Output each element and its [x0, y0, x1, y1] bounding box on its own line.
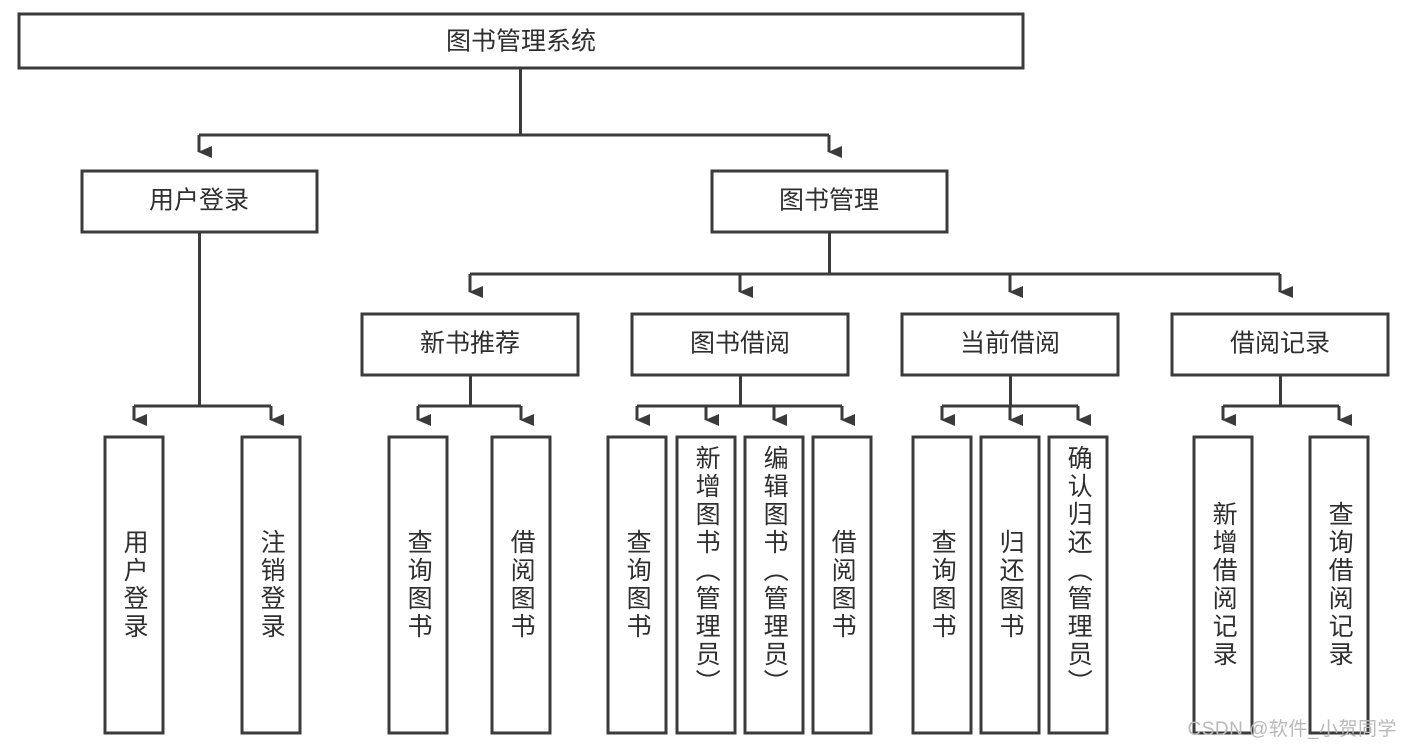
node-book-management-label: 图书管理: [779, 187, 879, 215]
connector-currentborrow-to-leaves: [940, 375, 1091, 426]
leaf-box-query-record[interactable]: [1308, 435, 1370, 735]
node-borrow-record[interactable]: 借阅记录: [1170, 312, 1390, 377]
connector-borrowrecord-to-leaves: [1221, 375, 1352, 426]
node-root[interactable]: 图书管理系统: [17, 12, 1025, 70]
csdn-watermark: CSDN @软件_小贺同学: [1187, 719, 1397, 740]
leaf-box-borrow-book-2[interactable]: [811, 435, 873, 735]
connector-bookborrow-to-leaves: [635, 375, 855, 426]
leaf-box-add-record[interactable]: [1192, 435, 1254, 735]
leaf-box-borrow-book-1[interactable]: [490, 435, 552, 735]
leaf-box-user-login[interactable]: [103, 435, 165, 735]
leaf-box-edit-book[interactable]: [743, 435, 805, 735]
node-root-label: 图书管理系统: [446, 28, 596, 56]
node-new-book-recommend-label: 新书推荐: [420, 330, 520, 358]
node-user-login[interactable]: 用户登录: [80, 169, 319, 234]
leaf-box-query-book-1[interactable]: [387, 435, 449, 735]
node-current-borrow[interactable]: 当前借阅: [900, 312, 1120, 377]
connector-newbook-to-leaves: [416, 375, 534, 426]
leaf-box-add-book[interactable]: [675, 435, 737, 735]
node-current-borrow-label: 当前借阅: [960, 330, 1060, 358]
connector-userlogin-to-leaves: [132, 232, 284, 426]
leaf-box-confirm-return[interactable]: [1047, 435, 1109, 735]
leaf-box-query-book-3[interactable]: [911, 435, 973, 735]
node-book-management[interactable]: 图书管理: [710, 169, 949, 234]
leaf-box-return-book[interactable]: [979, 435, 1041, 735]
node-book-borrow-label: 图书借阅: [690, 330, 790, 358]
connector-bookmgmt-to-level3: [468, 232, 1293, 298]
leaf-box-query-book-2[interactable]: [606, 435, 668, 735]
node-book-borrow[interactable]: 图书借阅: [630, 312, 850, 377]
node-borrow-record-label: 借阅记录: [1230, 330, 1330, 358]
node-user-login-label: 用户登录: [149, 187, 249, 215]
node-new-book-recommend[interactable]: 新书推荐: [360, 312, 580, 377]
connector-root-to-level2: [197, 68, 842, 158]
leaf-box-user-logout[interactable]: [240, 435, 302, 735]
